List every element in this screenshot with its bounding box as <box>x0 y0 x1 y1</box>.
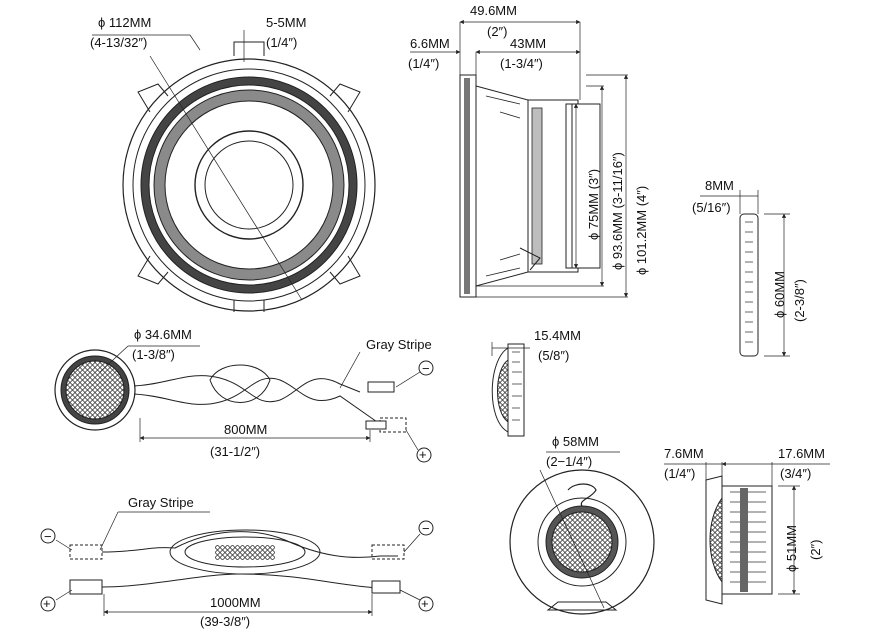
mount-flange-label: 7.6MM <box>664 446 704 461</box>
neg-symbol-right <box>418 520 434 536</box>
connector-left-neg <box>69 544 103 560</box>
wire-a <box>101 531 398 558</box>
mount-side-flange <box>705 475 723 605</box>
woofer-front-view: ϕ 112MM (4-13/32″) 5-5MM (1/4″) <box>90 15 376 312</box>
tweeter-mount-front-view: ϕ 58MM (2−1/4″) <box>509 434 655 615</box>
mount-depth-inch: (3/4″) <box>780 466 811 481</box>
mount-tab-tr <box>329 83 361 113</box>
mount-depth-label: 43MM <box>510 36 546 51</box>
tweeter-mount-side-view: 7.6MM (1/4″) 17.6MM (3/4″) ϕ 51MM (2″) <box>664 446 830 605</box>
tweeter-side-view: 15.4MM (5/8″) <box>491 328 581 437</box>
neg-symbol <box>418 360 434 376</box>
woofer-diameter-inch: (4-13/32″) <box>90 35 147 50</box>
dust-cap <box>204 140 294 230</box>
mount-tab-br <box>329 255 361 285</box>
svg-text:−: − <box>422 521 430 536</box>
mount-tab-bl <box>137 255 169 285</box>
crossover-wire-view: − + − + Gray Stripe 1000MM (39-3/8″) <box>40 495 434 629</box>
svg-text:+: + <box>43 596 51 611</box>
neg-symbol-left <box>40 528 56 544</box>
dia-75-label: ϕ 75MM (3″) <box>586 169 601 240</box>
woofer-side-view: 49.6MM (2″) 6.6MM (1/4″) 43MM (1-3/4″) ϕ… <box>408 3 649 298</box>
ring-body <box>739 213 759 357</box>
wire-bottom <box>133 377 381 425</box>
gray-stripe-label-1: Gray Stripe <box>366 337 432 352</box>
connector-neg <box>367 381 395 393</box>
connector-right-neg <box>371 544 405 560</box>
cable-800-label: 800MM <box>224 422 267 437</box>
flange-inch: (1/4″) <box>408 56 439 71</box>
logo-mark <box>567 483 597 507</box>
basket <box>475 85 529 287</box>
diameter-line <box>149 55 303 301</box>
frame-inner <box>132 68 366 302</box>
cable-800-inch: (31-1/2″) <box>210 444 260 459</box>
connector-left-pos <box>69 579 103 595</box>
mount-depth-label: 17.6MM <box>778 446 825 461</box>
dia-93-label: ϕ 93.6MM (3-11/16″) <box>610 152 625 270</box>
svg-text:+: + <box>421 596 429 611</box>
ring-thickness-label: 8MM <box>705 178 734 193</box>
mount-depth-inch: (1-3/4″) <box>500 56 543 71</box>
wire-coil-2 <box>169 529 321 575</box>
ring-side-view: 8MM (5/16″) ϕ 60MM (2-3/8″) <box>692 178 807 357</box>
top-slot <box>233 41 265 56</box>
mount-grille <box>551 511 613 573</box>
slot-label: 5-5MM <box>266 15 306 30</box>
wire-coil <box>209 364 271 403</box>
svg-text:−: − <box>44 529 52 544</box>
tweeter-depth-inch: (5/8″) <box>538 348 569 363</box>
pos-symbol-right <box>418 596 434 612</box>
gray-stripe-label-2: Gray Stripe <box>128 495 194 510</box>
mount-tab-tl <box>137 83 169 113</box>
cable-1000-label: 1000MM <box>210 595 261 610</box>
tweeter-body-side <box>507 343 525 437</box>
mount-diameter-inch: (2−1/4″) <box>546 454 592 469</box>
tweeter-dome-side <box>497 359 509 423</box>
dia-101-label: ϕ 101.2MM (4″) <box>634 186 649 275</box>
svg-text:+: + <box>419 447 427 462</box>
connector-right-pos <box>371 580 401 594</box>
pos-symbol <box>416 447 432 463</box>
total-depth-inch: (2″) <box>487 24 508 39</box>
mount-side-diameter-label: ϕ 51MM <box>784 525 799 572</box>
ring-diameter-inch: (2-3/8″) <box>792 279 807 322</box>
ring-thickness-inch: (5/16″) <box>692 200 731 215</box>
woofer-diameter-label: ϕ 112MM <box>98 15 151 30</box>
cable-1000-inch: (39-3/8″) <box>200 614 250 629</box>
tweeter-diameter-inch: (1-3/8″) <box>132 347 175 362</box>
pos-symbol-left <box>40 596 56 612</box>
mount-diameter-label: ϕ 58MM <box>552 434 599 449</box>
slot-inch: (1/4″) <box>266 35 297 50</box>
mount-side-diameter-inch: (2″) <box>808 540 823 561</box>
tweeter-diameter-label: ϕ 34.6MM <box>134 327 192 342</box>
tweeter-grille <box>65 360 125 420</box>
total-depth-label: 49.6MM <box>470 3 517 18</box>
wire-top <box>133 375 361 403</box>
wire-b <box>101 573 398 589</box>
svg-text:−: − <box>422 361 430 376</box>
mount-diameter-line <box>539 469 605 609</box>
terminal <box>519 247 541 271</box>
tweeter-wired-view: − + ϕ 34.6MM (1-3/8″) Gray Stripe 800MM … <box>54 327 434 463</box>
tweeter-depth-label: 15.4MM <box>534 328 581 343</box>
frame-outer <box>122 58 376 312</box>
flange-label: 6.6MM <box>410 36 450 51</box>
ring-diameter-label: ϕ 60MM <box>772 271 787 318</box>
mount-flange-inch: (1/4″) <box>664 466 695 481</box>
